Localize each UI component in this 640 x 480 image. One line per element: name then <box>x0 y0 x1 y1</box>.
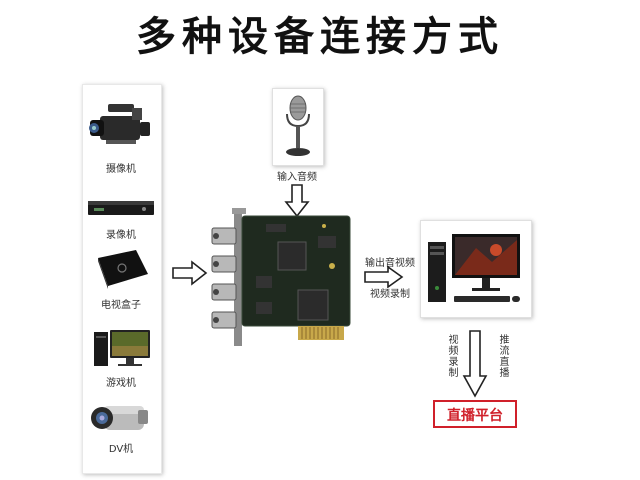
device-label: 录像机 <box>106 230 136 241</box>
output-label-line2: 视频录制 <box>370 289 410 300</box>
tv-box-icon <box>98 250 148 289</box>
live-platform-box: 直播平台 <box>433 400 517 428</box>
dv-camera-icon <box>91 406 148 430</box>
audio-input-label: 输入音频 <box>277 172 317 183</box>
down-arrow-icon <box>462 330 488 398</box>
game-console-icon <box>94 330 150 366</box>
right-arrow-icon <box>172 260 208 286</box>
device-label: 游戏机 <box>106 378 136 389</box>
side-label-streaming: 推流直播 <box>497 334 508 378</box>
page-title: 多种设备连接方式 <box>136 14 504 60</box>
side-label-recording: 视频录制 <box>446 334 457 378</box>
microphone-icon <box>286 95 310 156</box>
device-label: 摄像机 <box>106 164 136 175</box>
camcorder-icon <box>89 104 150 144</box>
device-label: DV机 <box>108 444 134 455</box>
capture-card-image <box>211 208 351 346</box>
computer-icon <box>428 234 520 302</box>
device-label: 电视盒子 <box>101 300 141 311</box>
output-label-line1: 输出音视频 <box>365 258 415 269</box>
right-arrow-icon <box>364 266 404 288</box>
down-arrow-icon <box>284 184 310 218</box>
dvr-icon <box>88 201 154 215</box>
